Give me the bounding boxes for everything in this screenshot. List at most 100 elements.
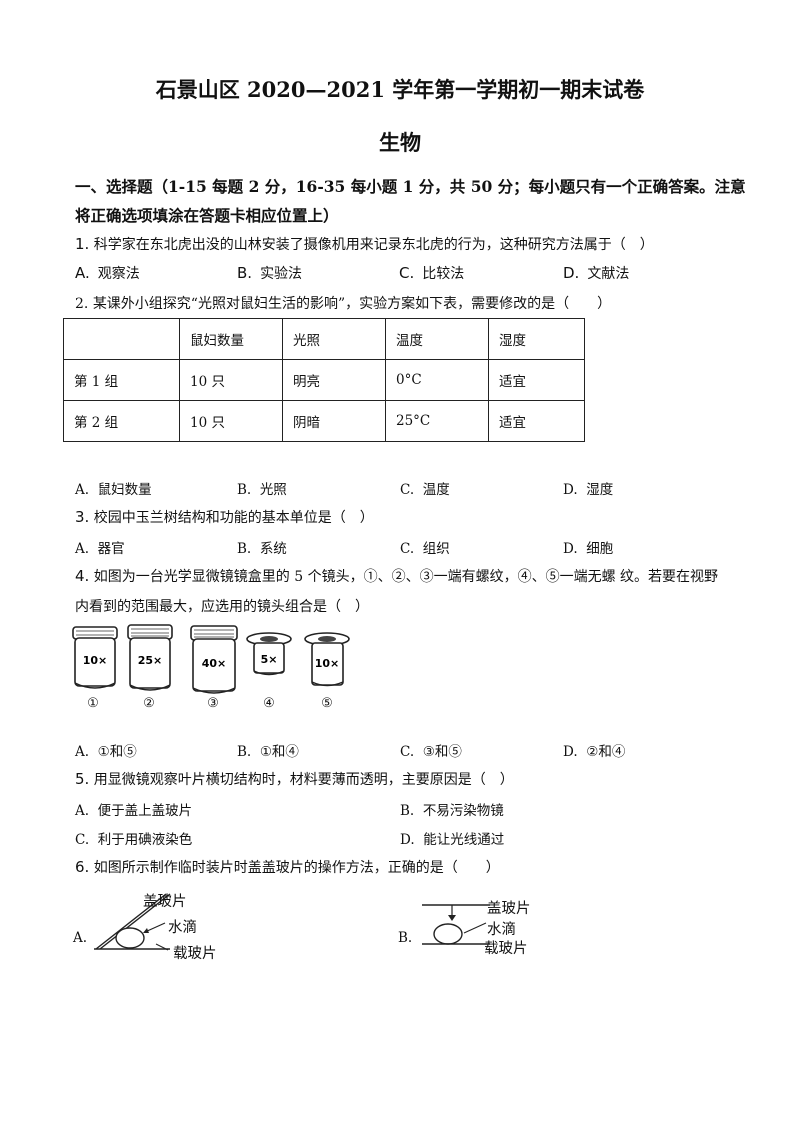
- option-text: 观察法: [97, 266, 140, 282]
- option-text: 温度: [422, 482, 450, 498]
- option-letter: D.: [563, 744, 578, 760]
- option-letter: B.: [237, 482, 252, 498]
- question-4: 4. 如图为一台光学显微镜镜盒里的 5 个镜头，①、②、③一端有螺纹，④、⑤一端…: [75, 566, 718, 586]
- fig-b-cover-label: 盖玻片: [487, 901, 531, 917]
- q2-option-b: B. 光照: [237, 478, 287, 498]
- table-header-cell: 温度: [385, 318, 489, 360]
- table-header-row: 鼠妇数量 光照 温度 湿度: [63, 318, 585, 360]
- option-text: 能让光线通过: [423, 832, 505, 848]
- table-header-cell: 鼠妇数量: [179, 318, 283, 360]
- lens-4: [246, 632, 292, 676]
- question-number: 6.: [75, 858, 90, 876]
- option-letter: B.: [400, 803, 415, 819]
- option-text: 组织: [422, 541, 450, 557]
- table-header-cell: [63, 318, 180, 360]
- option-letter: D.: [563, 264, 580, 282]
- experiment-table: 鼠妇数量 光照 温度 湿度 第 1 组 10 只 明亮 0°C 适宜 第 2 组…: [63, 318, 585, 442]
- question-text: 某课外小组探究“光照对鼠妇生活的影响”，实验方案如下表，需要修改的是（ ）: [92, 296, 612, 312]
- option-text: 实验法: [260, 266, 303, 282]
- lens-3-mag: 40×: [202, 657, 227, 670]
- fig-b-water-label: 水滴: [487, 922, 516, 938]
- q1-option-a: A.观察法: [75, 263, 140, 283]
- question-text: 科学家在东北虎出没的山林安装了摄像机用来记录东北虎的行为，这种研究方法属于（ ）: [93, 237, 654, 253]
- q3-option-c: C. 组织: [400, 537, 450, 557]
- option-text: 细胞: [586, 541, 614, 557]
- option-text: 光照: [259, 482, 287, 498]
- q6-figure-b-letter: B.: [398, 930, 413, 946]
- table-cell: 阴暗: [282, 400, 386, 442]
- q5-option-b: B. 不易污染物镜: [400, 799, 504, 819]
- q4-option-a: A. ①和⑤: [75, 740, 137, 760]
- q3-option-a: A. 器官: [75, 537, 125, 557]
- q6-figure-a-letter: A.: [73, 930, 88, 946]
- fig-a-water-label: 水滴: [168, 920, 197, 936]
- lens-4-number: ④: [263, 696, 275, 711]
- lens-3-number: ③: [207, 696, 219, 711]
- q1-option-b: B. 实验法: [237, 263, 302, 283]
- question-text-line1: 如图为一台光学显微镜镜盒里的 5 个镜头，①、②、③一端有螺纹，④、⑤一端无螺 …: [93, 569, 719, 585]
- table-cell: 10 只: [179, 400, 283, 442]
- lens-2-number: ②: [143, 696, 155, 711]
- option-letter: C.: [400, 744, 415, 760]
- fig-a-slide-label: 载玻片: [173, 946, 217, 962]
- option-text: 利于用碘液染色: [97, 832, 193, 848]
- question-number: 1.: [75, 235, 90, 253]
- option-text: ③和⑤: [422, 744, 462, 760]
- q1-option-d: D. 文献法: [563, 263, 629, 283]
- option-letter: C.: [75, 832, 90, 848]
- q3-option-b: B. 系统: [237, 537, 287, 557]
- q6-figure-a: [90, 888, 230, 968]
- option-letter: A.: [75, 541, 90, 557]
- table-header-cell: 湿度: [488, 318, 585, 360]
- lens-1-mag: 10×: [83, 654, 108, 667]
- option-text: 比较法: [422, 266, 465, 282]
- table-cell: 第 1 组: [63, 359, 180, 401]
- q2-option-a: A. 鼠妇数量: [75, 478, 152, 498]
- option-text: 湿度: [586, 482, 614, 498]
- table-header-cell: 光照: [282, 318, 386, 360]
- q6-figure-b: [418, 895, 498, 955]
- option-letter: C.: [400, 541, 415, 557]
- table-cell: 第 2 组: [63, 400, 180, 442]
- fig-b-slide-label: 载玻片: [484, 941, 528, 957]
- question-3: 3. 校园中玉兰树结构和功能的基本单位是（ ）: [75, 507, 374, 527]
- q2-option-c: C. 温度: [400, 478, 450, 498]
- option-letter: A.: [75, 482, 90, 498]
- q4-option-d: D. ②和④: [563, 740, 625, 760]
- option-letter: C.: [400, 482, 415, 498]
- lens-1: [72, 626, 118, 689]
- lens-5-mag: 10×: [315, 657, 340, 670]
- lens-2-mag: 25×: [138, 654, 163, 667]
- q5-option-d: D. 能让光线通过: [400, 828, 504, 848]
- q4-option-b: B. ①和④: [237, 740, 299, 760]
- question-number: 2.: [75, 296, 89, 312]
- q5-option-c: C. 利于用碘液染色: [75, 828, 192, 848]
- figure-a-drawing: [94, 893, 171, 951]
- q5-option-a: A. 便于盖上盖玻片: [75, 799, 192, 819]
- option-letter: B.: [237, 744, 252, 760]
- table-cell: 0°C: [385, 359, 489, 401]
- table-cell: 10 只: [179, 359, 283, 401]
- lens-3: [190, 625, 238, 694]
- option-text: 文献法: [587, 266, 630, 282]
- section-header-line1: 一、选择题（1-15 每题 2 分，16-35 每小题 1 分，共 50 分；每…: [75, 177, 746, 196]
- q4-option-c: C. ③和⑤: [400, 740, 462, 760]
- table-cell: 适宜: [488, 400, 585, 442]
- lens-1-number: ①: [87, 696, 99, 711]
- question-text: 如图所示制作临时装片时盖盖玻片的操作方法，正确的是（ ）: [93, 860, 500, 876]
- fig-a-cover-label: 盖玻片: [143, 894, 187, 910]
- question-6: 6. 如图所示制作临时装片时盖盖玻片的操作方法，正确的是（ ）: [75, 857, 500, 877]
- option-text: ②和④: [586, 744, 626, 760]
- option-letter: D.: [400, 832, 415, 848]
- option-letter: B.: [237, 264, 253, 282]
- option-text: 便于盖上盖玻片: [97, 803, 193, 819]
- q3-option-d: D. 细胞: [563, 537, 613, 557]
- question-1: 1. 科学家在东北虎出没的山林安装了摄像机用来记录东北虎的行为，这种研究方法属于…: [75, 234, 654, 254]
- table-cell: 适宜: [488, 359, 585, 401]
- option-text: 器官: [97, 541, 125, 557]
- option-text: 鼠妇数量: [97, 482, 152, 498]
- q2-option-d: D. 湿度: [563, 478, 613, 498]
- lens-4-mag: 5×: [261, 653, 278, 666]
- question-text: 用显微镜观察叶片横切结构时，材料要薄而透明，主要原因是（ ）: [93, 772, 514, 788]
- lens-illustration: 10× 25× 40× 5× 10×: [72, 624, 350, 694]
